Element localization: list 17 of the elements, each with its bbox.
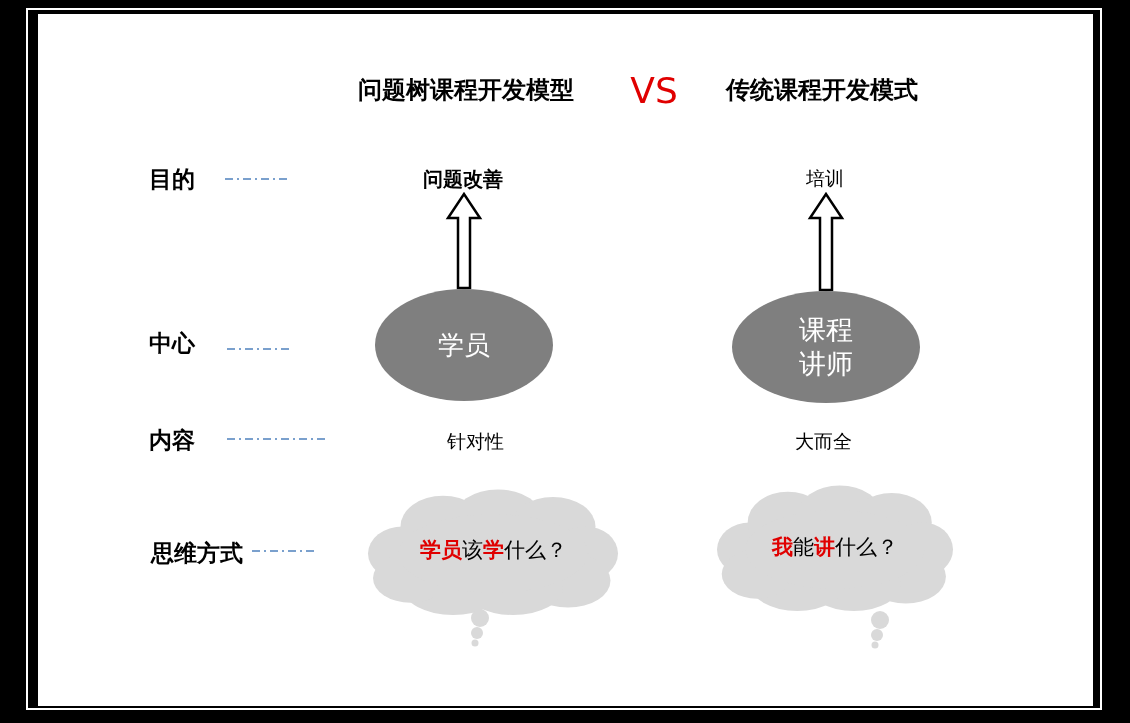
label-text: 针对性	[446, 429, 504, 454]
label-text: 问题树课程开发模型	[358, 74, 574, 106]
label-text: 传统课程开发模式	[726, 74, 918, 106]
label-text: 思维方式	[151, 538, 243, 568]
label-text: VS	[630, 69, 678, 111]
goal-text: 问题改善	[423, 166, 503, 192]
label-text: 中心	[149, 328, 195, 358]
cloud-text: 我能讲什么？	[772, 534, 898, 561]
ellipse-label: 学员	[438, 328, 490, 362]
label-text: 目的	[149, 164, 195, 194]
label-text: 内容	[149, 425, 195, 455]
block-arrow	[807, 191, 845, 292]
block-arrow	[445, 191, 483, 290]
goal-text: 培训	[806, 167, 844, 191]
ellipse-label: 课程讲师	[798, 313, 854, 381]
label-text: 大而全	[794, 429, 852, 454]
cloud-text: 学员该学什么？	[419, 537, 567, 564]
